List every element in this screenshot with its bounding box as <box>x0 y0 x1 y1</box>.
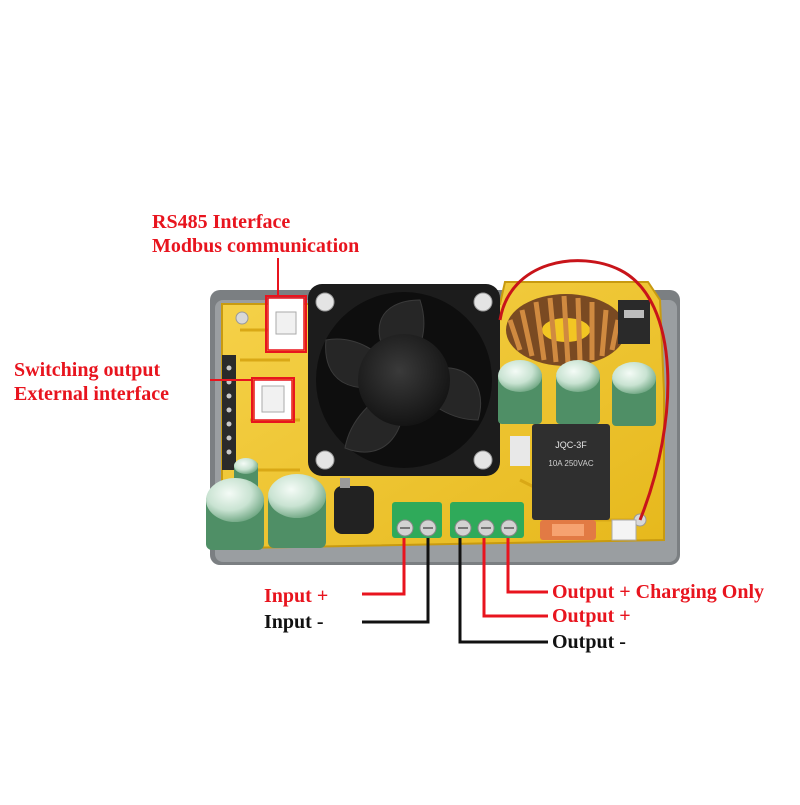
label-switching-output: Switching output <box>14 359 161 381</box>
input-capacitors <box>206 474 326 550</box>
output-terminal-block <box>450 502 524 538</box>
toroid-inductor <box>506 294 650 366</box>
red-wire <box>498 259 670 521</box>
label-input-minus: Input - <box>264 611 324 633</box>
label-output-minus: Output - <box>552 631 626 653</box>
callout-boxes <box>251 295 307 423</box>
relay-marking: JQC-3F <box>555 440 587 450</box>
relay-rating: 10A 250VAC <box>548 459 593 468</box>
label-input-plus: Input + <box>264 585 329 607</box>
output-capacitors <box>498 360 656 426</box>
power-diode <box>334 478 374 534</box>
label-modbus-communication: Modbus communication <box>152 235 360 257</box>
rs485-connector <box>267 297 305 351</box>
label-output-plus-charging-only: Output + Charging Only <box>552 581 765 603</box>
label-rs485-interface: RS485 Interface <box>152 211 291 233</box>
label-external-interface: External interface <box>14 383 169 405</box>
fuse-holder <box>540 519 637 541</box>
switching-output-connector <box>253 379 293 421</box>
input-terminal-block <box>392 502 442 538</box>
fan-screws <box>315 292 493 470</box>
leader-lines <box>210 258 548 644</box>
cooling-fan <box>308 284 500 476</box>
label-output-plus: Output + <box>552 605 631 627</box>
relay: JQC-3F 10A 250VAC <box>510 424 610 520</box>
